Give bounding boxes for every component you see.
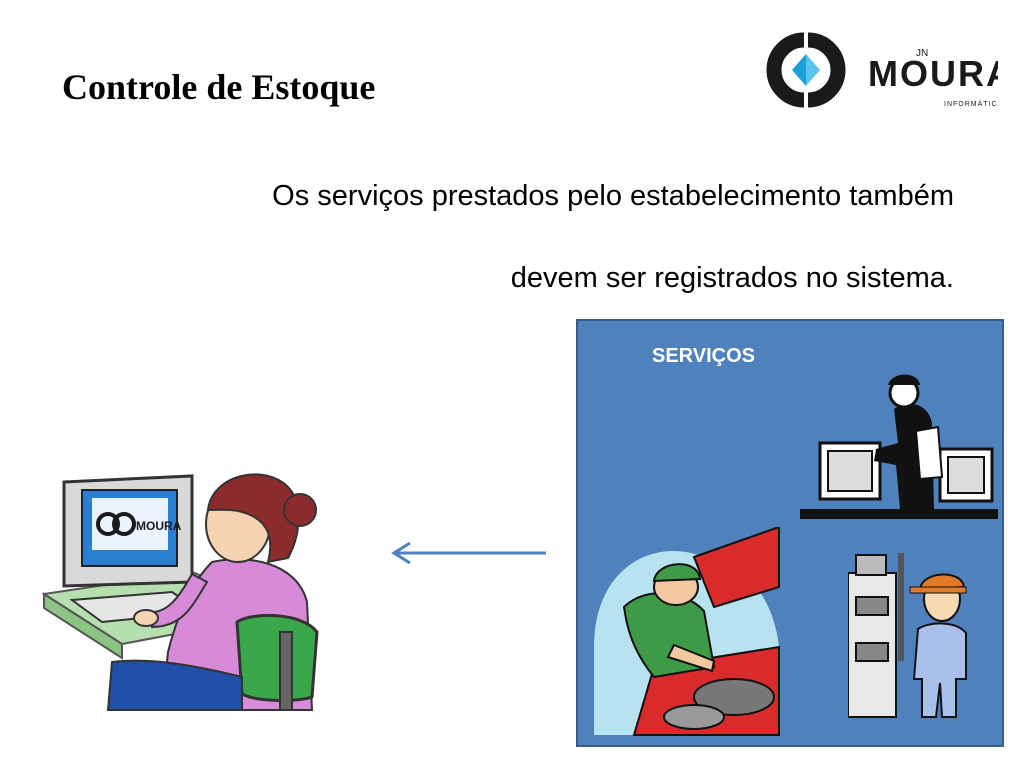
technician-clipart: [800, 374, 998, 519]
services-label: SERVIÇOS: [652, 345, 755, 367]
logo-subtitle: INFORMÁTICA: [944, 99, 998, 108]
body-text-line-1: Os serviços prestados pelo estabelecimen…: [272, 180, 954, 212]
moura-logo: MOURA JN INFORMÁTICA: [752, 30, 1012, 110]
logo-superscript: JN: [916, 48, 928, 59]
arrow-left-icon: [391, 541, 546, 565]
computer-user-clipart: MOURA: [42, 473, 319, 711]
slide-title: Controle de Estoque: [62, 67, 376, 107]
repairman-clipart: [848, 553, 967, 718]
logo-brand-text: MOURA: [868, 53, 998, 94]
body-text-line-2: devem ser registrados no sistema.: [510, 262, 954, 294]
mechanic-clipart: [594, 527, 780, 736]
moura-logo-mark-icon: MOURA JN INFORMÁTICA: [752, 30, 1012, 110]
monitor-logo-text: MOURA: [136, 519, 182, 533]
monitor-logo: MOURA: [96, 512, 182, 536]
services-panel: SERVIÇOS: [576, 319, 1004, 747]
